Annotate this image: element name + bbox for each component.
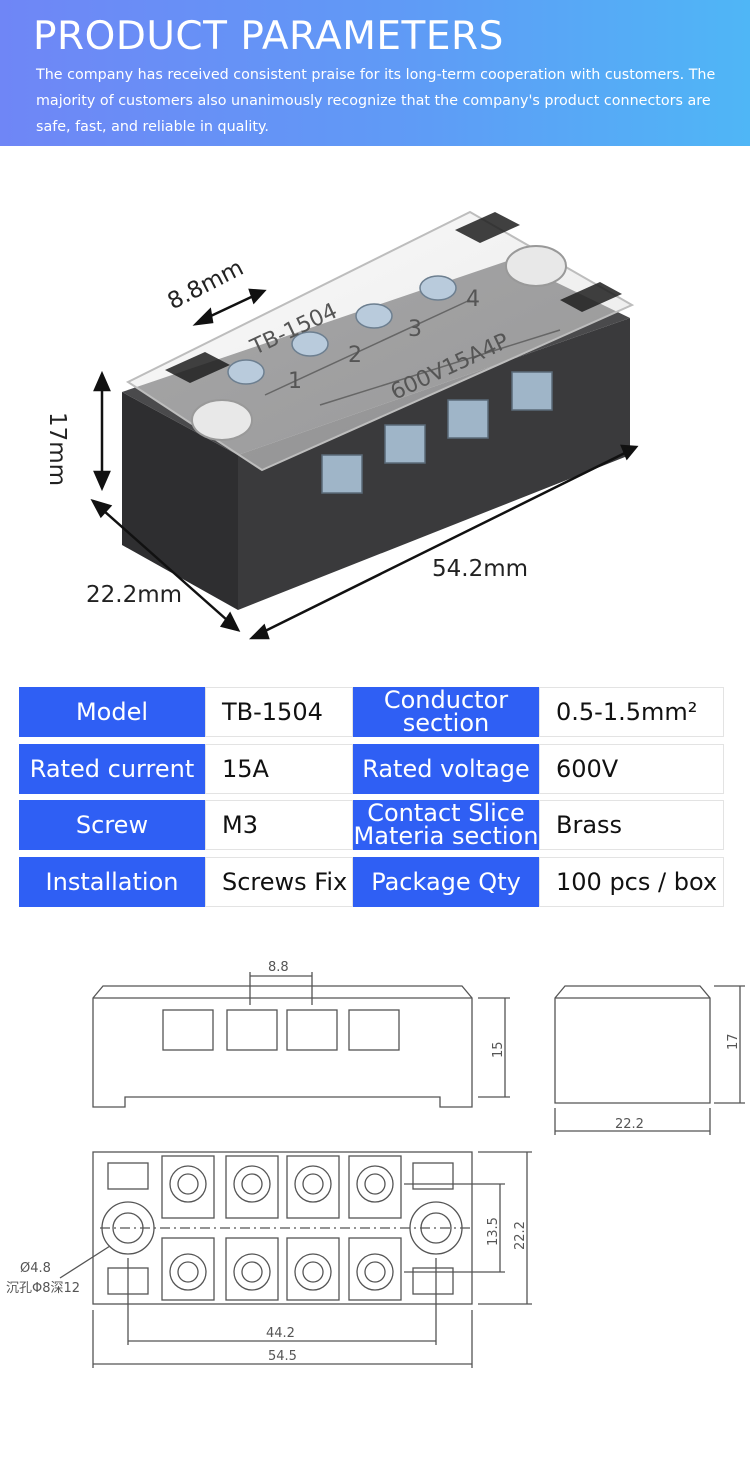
- terminal-number: 4: [466, 287, 480, 312]
- spec-label: Package Qty: [353, 857, 539, 907]
- terminal-number: 3: [408, 317, 422, 342]
- dim-label-height: 17mm: [44, 412, 70, 487]
- spec-value: 15A: [205, 744, 353, 794]
- dim-text-hole-note: 沉孔Φ8深12: [6, 1281, 80, 1296]
- dim-text-hole-spacing: 44.2: [266, 1326, 295, 1341]
- dim-text-hole-dia: Ø4.8: [20, 1261, 51, 1276]
- spec-label: Model: [19, 687, 205, 737]
- spec-value: TB-1504: [205, 687, 353, 737]
- spec-label: Contact Slice Materia section: [353, 799, 539, 850]
- dim-label-length: 54.2mm: [432, 556, 529, 582]
- terminal-number: 2: [348, 343, 362, 368]
- dim-text-overall-length: 54.5: [268, 1349, 297, 1364]
- front-view-outline: [92, 985, 473, 1108]
- product-photo: TB-1504 600V15A4P 1 2 3 4 8.8mm 17mm 22.…: [0, 160, 750, 660]
- dim-text-pitch: 8.8: [268, 960, 289, 975]
- dim-arrow-depth: [94, 502, 237, 629]
- dim-text-front-height: 15: [491, 1041, 506, 1058]
- spec-value: M3: [205, 800, 353, 850]
- dim-text-side-height: 17: [726, 1033, 741, 1050]
- dim-text-hole-pitch: 13.5: [486, 1217, 501, 1246]
- header-banner: PRODUCT PARAMETERS The company has recei…: [0, 0, 750, 146]
- technical-drawing: 8.8 15 17 22.2 13.5 22.2 44.2 54.5 Ø4.8 …: [0, 940, 750, 1380]
- spec-value: Screws Fix: [205, 857, 353, 907]
- terminal-number: 1: [288, 369, 302, 394]
- side-view-outline: [554, 985, 711, 1104]
- page-title: PRODUCT PARAMETERS: [33, 14, 504, 59]
- banner-description: The company has received consistent prai…: [36, 67, 716, 135]
- spec-value: Brass: [539, 800, 724, 850]
- dim-label-depth: 22.2mm: [86, 582, 183, 608]
- dim-arrow-length: [254, 447, 634, 638]
- dimension-drawing: 8.8 15 17 22.2 13.5 22.2 44.2 54.5 Ø4.8 …: [6, 960, 745, 1368]
- spec-value: 600V: [539, 744, 724, 794]
- spec-label: Conductor section: [353, 687, 539, 737]
- top-view-outline: [92, 1151, 473, 1305]
- spec-value: 100 pcs / box: [539, 857, 724, 907]
- terminal-block-illustration: TB-1504 600V15A4P 1 2 3 4: [90, 210, 639, 640]
- dim-text-top-depth: 22.2: [513, 1221, 528, 1250]
- spec-value: 0.5-1.5mm²: [539, 687, 724, 737]
- spec-label: Rated current: [19, 744, 205, 794]
- dim-text-side-width: 22.2: [615, 1117, 644, 1132]
- spec-label: Rated voltage: [353, 744, 539, 794]
- spec-label: Installation: [19, 857, 205, 907]
- spec-label: Screw: [19, 800, 205, 850]
